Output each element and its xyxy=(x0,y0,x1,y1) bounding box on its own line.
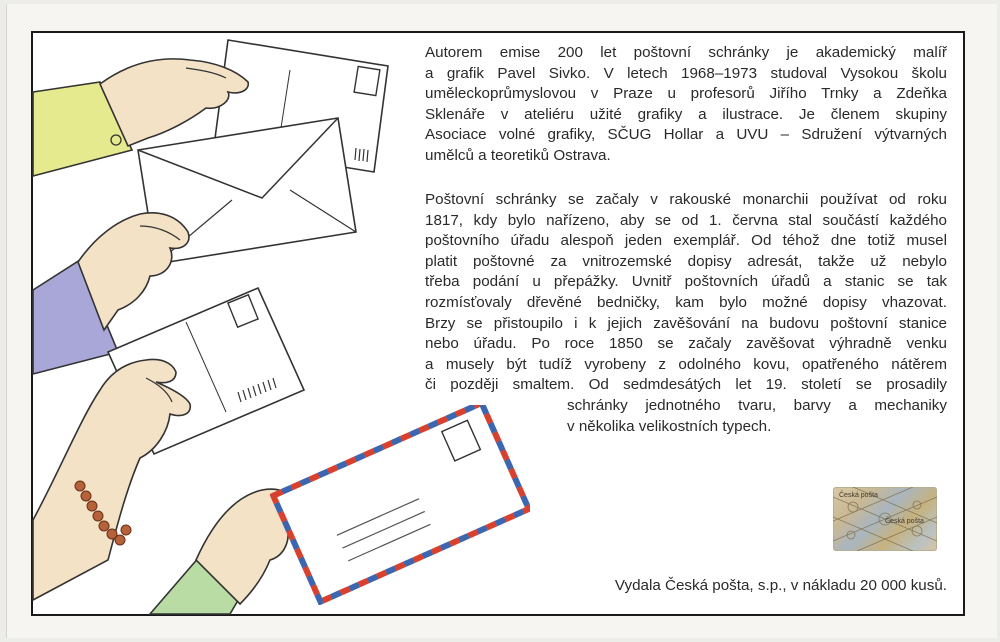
text-line: Autorem emise 200 let poštovní schránky … xyxy=(425,44,947,61)
text-line: Poštovní schránky se začaly v rakouské m… xyxy=(425,191,947,208)
text-line: Brzy se přistoupilo i k jejich zavěšován… xyxy=(425,314,947,332)
text-line: rozmísťovaly dřevěné bedničky, kam bylo … xyxy=(425,293,947,311)
author-paragraph: Autorem emise 200 let poštovní schránky … xyxy=(425,43,947,167)
hand-icon xyxy=(32,212,190,376)
text-line: umělců a teoretiků Ostrava. xyxy=(425,146,611,164)
hand-icon xyxy=(32,58,250,178)
hand-icon xyxy=(148,488,306,615)
history-paragraph: Poštovní schránky se začaly v rakouské m… xyxy=(425,190,947,396)
text-line: platit poštovné za vnitrozemské dopisy a… xyxy=(425,252,947,270)
illustration xyxy=(32,39,389,615)
hologram-icon: Česká pošta Česká pošta xyxy=(833,487,937,551)
text-line: poštovního úřadu alespoň jeden exemplář.… xyxy=(425,232,947,250)
text-line: nebo úřadu. Po roce 1850 se začaly zavěš… xyxy=(425,335,947,353)
text-line: v několika velikostních typech. xyxy=(567,417,772,435)
text-line: Asociace volné grafiky, SČUG Hollar a UV… xyxy=(425,126,947,144)
text-line: uměleckoprůmyslovou v Praze u profesorů … xyxy=(425,85,947,103)
hand-icon xyxy=(32,358,192,602)
text-line: a musely být tudíž vyrobeny z odolného k… xyxy=(425,355,947,373)
bracelet-icon xyxy=(74,480,132,546)
text-line: schránky jednotného tvaru, barvy a mecha… xyxy=(567,397,947,414)
airmail-envelope-icon xyxy=(270,405,530,605)
text-line: či později smaltem. Od sedmdesátých let … xyxy=(425,376,947,394)
text-line: třeba podání u přepážky. Uvnitř poštovní… xyxy=(425,273,947,291)
text-line: a grafik Pavel Sivko. V letech 1968–1973… xyxy=(425,64,947,82)
history-paragraph-continued: schránky jednotného tvaru, barvy a mecha… xyxy=(567,396,947,437)
svg-text:Česká pošta: Česká pošta xyxy=(885,516,924,525)
publisher-note: Vydala Česká pošta, s.p., v nákladu 20 0… xyxy=(614,577,947,594)
svg-text:Česká pošta: Česká pošta xyxy=(839,490,878,499)
text-line: 1817, kdy bylo nařízeno, aby se od 1. če… xyxy=(425,211,947,229)
text-line: Sklenáře v ateliéru užité grafiky a ilus… xyxy=(425,105,947,123)
